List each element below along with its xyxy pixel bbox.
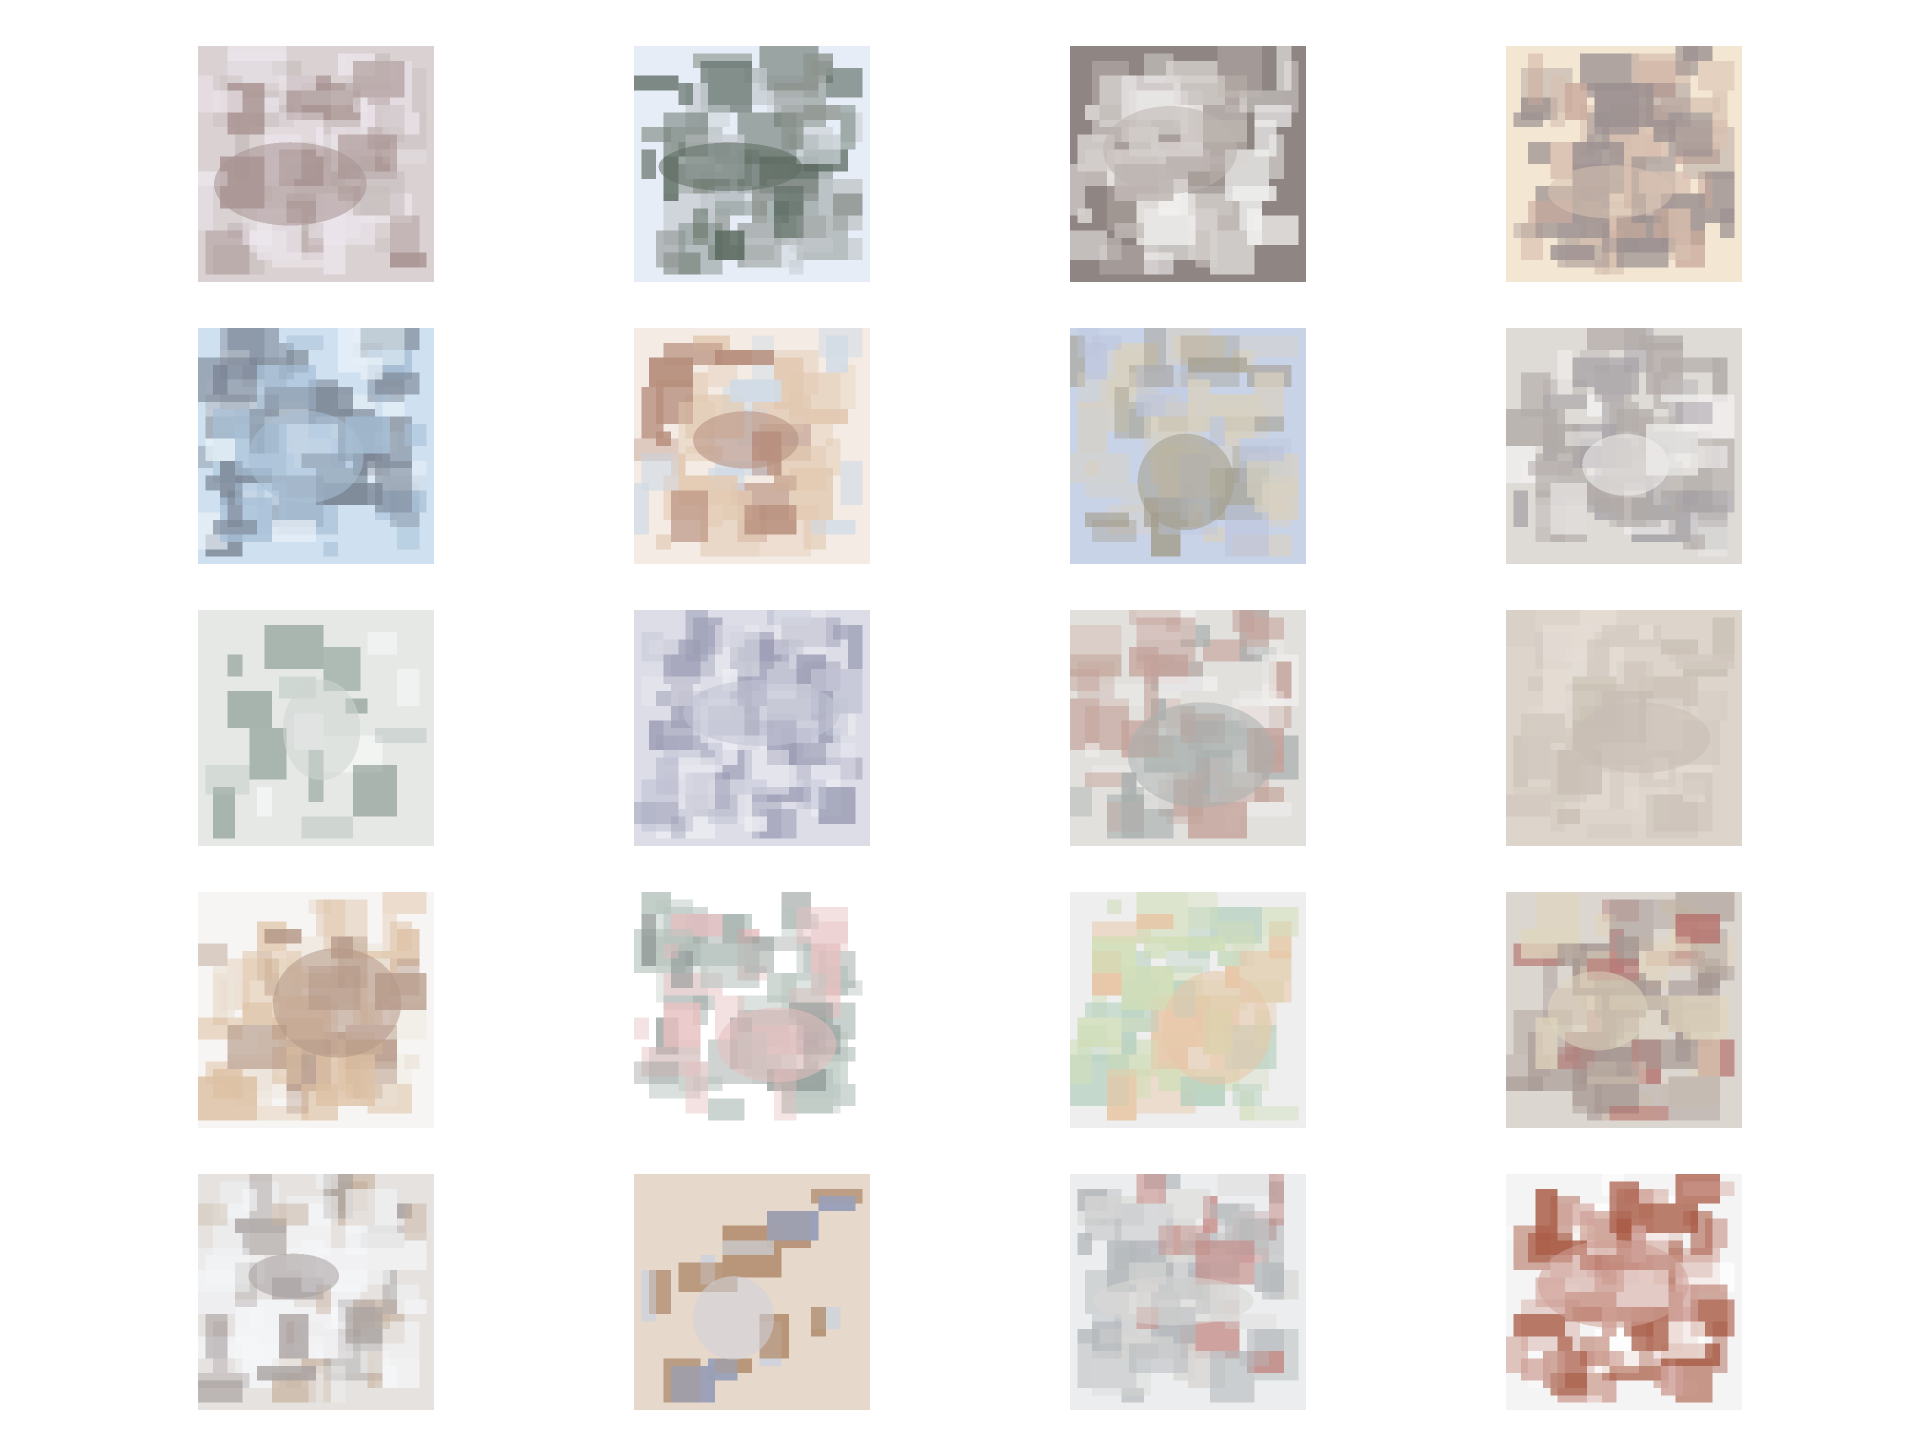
tile-image — [1506, 46, 1742, 282]
image-tile-tree-trunk-forest — [198, 610, 434, 846]
image-tile-animal-face-close-up — [1506, 46, 1742, 282]
image-tile-bird-in-branches — [634, 610, 870, 846]
tile-image — [1070, 892, 1306, 1128]
image-tile-horse-on-light-ground — [634, 328, 870, 564]
tile-image — [634, 892, 870, 1128]
tile-image — [1070, 610, 1306, 846]
tile-image — [1506, 610, 1742, 846]
image-tile-small-object-on-white — [634, 892, 870, 1128]
tile-image — [198, 610, 434, 846]
tile-image — [198, 892, 434, 1128]
image-tile-bird-on-grass — [1506, 892, 1742, 1128]
image-tile-dog-in-room — [634, 1174, 870, 1410]
image-tile-sandy-ground-texture — [1506, 610, 1742, 846]
tile-image — [1506, 892, 1742, 1128]
image-tile-truck-in-scene — [1070, 1174, 1306, 1410]
tile-image — [634, 610, 870, 846]
image-tile-white-animal-dark-background — [1070, 46, 1306, 282]
tile-image — [198, 1174, 434, 1410]
tile-image — [1506, 328, 1742, 564]
image-tile-deer-on-white-background — [198, 892, 434, 1128]
image-tile-airplane-in-blue-sky — [1070, 328, 1306, 564]
tile-image — [198, 328, 434, 564]
tile-image — [634, 1174, 870, 1410]
tile-image — [1070, 1174, 1306, 1410]
image-tile-ship-or-plane-over-water — [634, 46, 870, 282]
image-tile-frog-on-light-surface — [1070, 892, 1306, 1128]
tile-image — [634, 46, 870, 282]
tile-image — [1506, 1174, 1742, 1410]
tile-image — [1070, 328, 1306, 564]
image-tile-animal-on-pavement — [198, 46, 434, 282]
tile-image — [1070, 46, 1306, 282]
image-tile-bird-on-white-background — [1506, 1174, 1742, 1410]
image-tile-car-on-street — [1506, 328, 1742, 564]
image-tile-bird-against-blue-sky — [198, 328, 434, 564]
image-tile-white-car-on-road — [198, 1174, 434, 1410]
image-tile-truck-in-parking-lot — [1070, 610, 1306, 846]
tile-image — [634, 328, 870, 564]
tile-image — [198, 46, 434, 282]
